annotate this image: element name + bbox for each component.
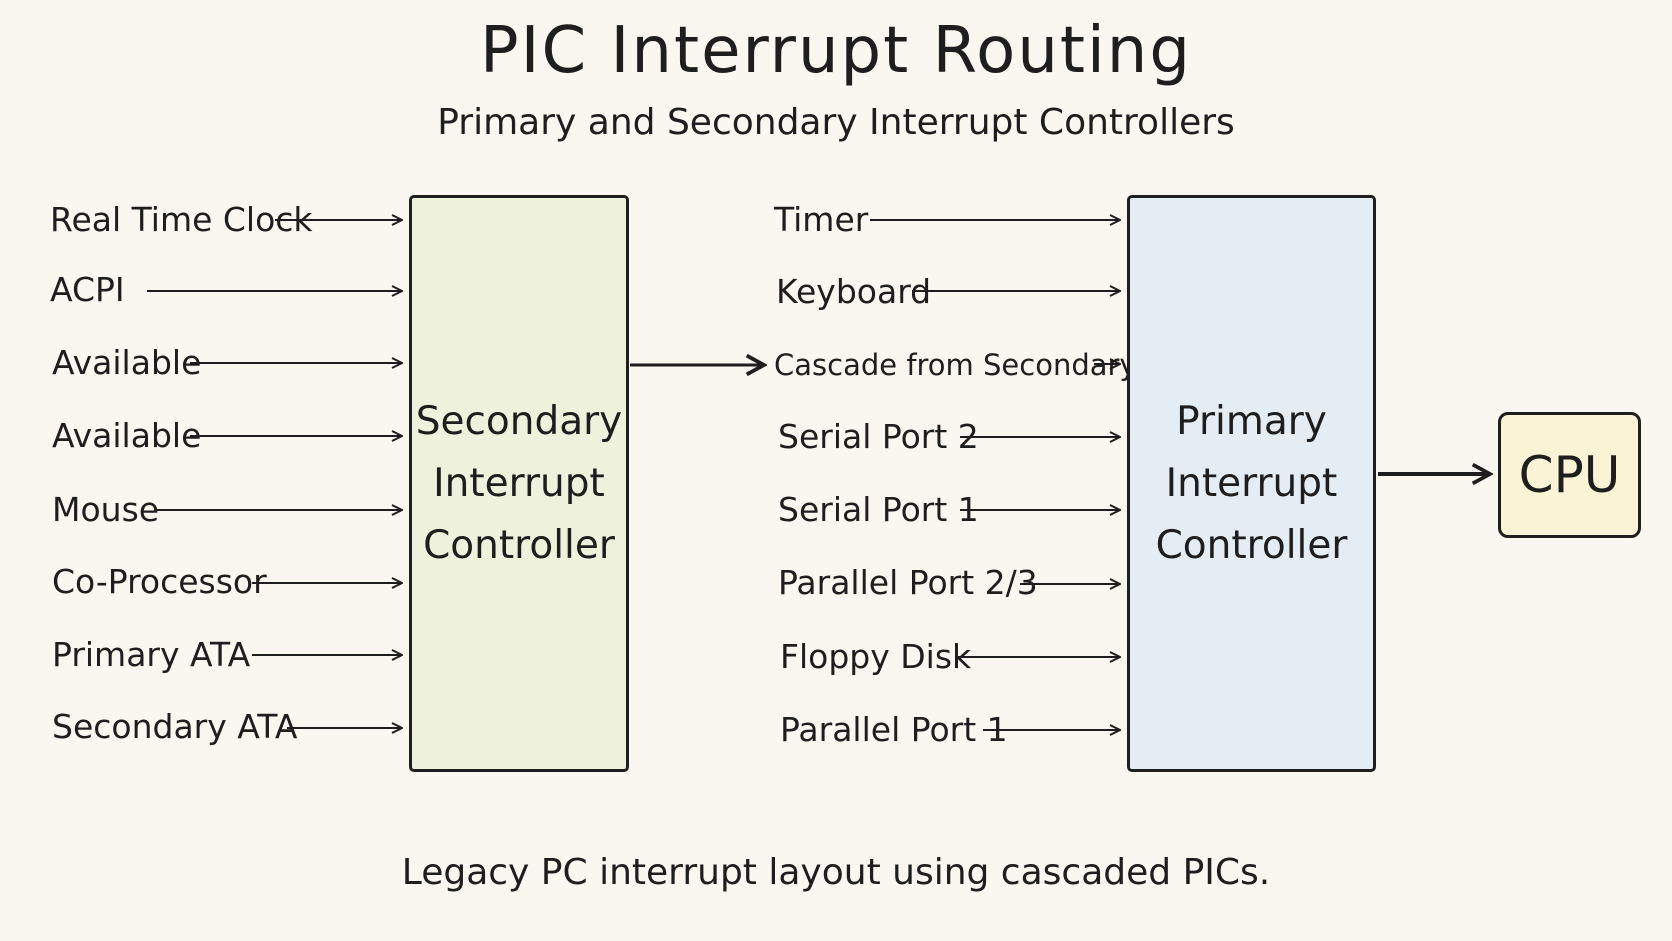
- secondary-interrupt-controller: Secondary Interrupt Controller: [409, 195, 629, 772]
- diagram-subtitle: Primary and Secondary Interrupt Controll…: [437, 102, 1235, 143]
- diagram-title: PIC Interrupt Routing: [480, 14, 1192, 88]
- primary-input-label: Timer: [774, 200, 869, 239]
- diagram-footnote: Legacy PC interrupt layout using cascade…: [401, 852, 1271, 893]
- secondary-input-label: Available: [52, 416, 202, 455]
- secondary-input-label: Available: [52, 343, 202, 382]
- primary-interrupt-controller: Primary Interrupt Controller: [1127, 195, 1376, 772]
- cpu-box: CPU: [1498, 412, 1641, 538]
- primary-input-label: Serial Port 1: [778, 490, 979, 529]
- secondary-input-label: ACPI: [50, 270, 125, 309]
- secondary-input-label: Mouse: [52, 490, 160, 529]
- primary-input-label: Serial Port 2: [778, 417, 979, 456]
- primary-input-label: Keyboard: [776, 272, 932, 311]
- primary-input-label: Parallel Port 2/3: [778, 563, 1038, 602]
- secondary-line3: Controller: [423, 522, 615, 568]
- primary-line2: Interrupt: [1165, 460, 1338, 506]
- primary-input-label: Cascade from Secondary PIC: [774, 348, 1193, 382]
- secondary-line2: Interrupt: [433, 460, 605, 506]
- secondary-input-label: Co-Processor: [52, 562, 267, 601]
- primary-line1: Primary: [1176, 398, 1327, 444]
- primary-input-label: Floppy Disk: [780, 637, 972, 676]
- primary-input-label: Parallel Port 1: [780, 710, 1008, 749]
- secondary-input-label: Secondary ATA: [52, 707, 298, 746]
- secondary-input-label: Primary ATA: [52, 635, 251, 674]
- secondary-line1: Secondary: [415, 398, 623, 444]
- secondary-input-label: Real Time Clock: [50, 200, 313, 239]
- cpu-label: CPU: [1518, 446, 1621, 504]
- primary-line3: Controller: [1155, 522, 1348, 568]
